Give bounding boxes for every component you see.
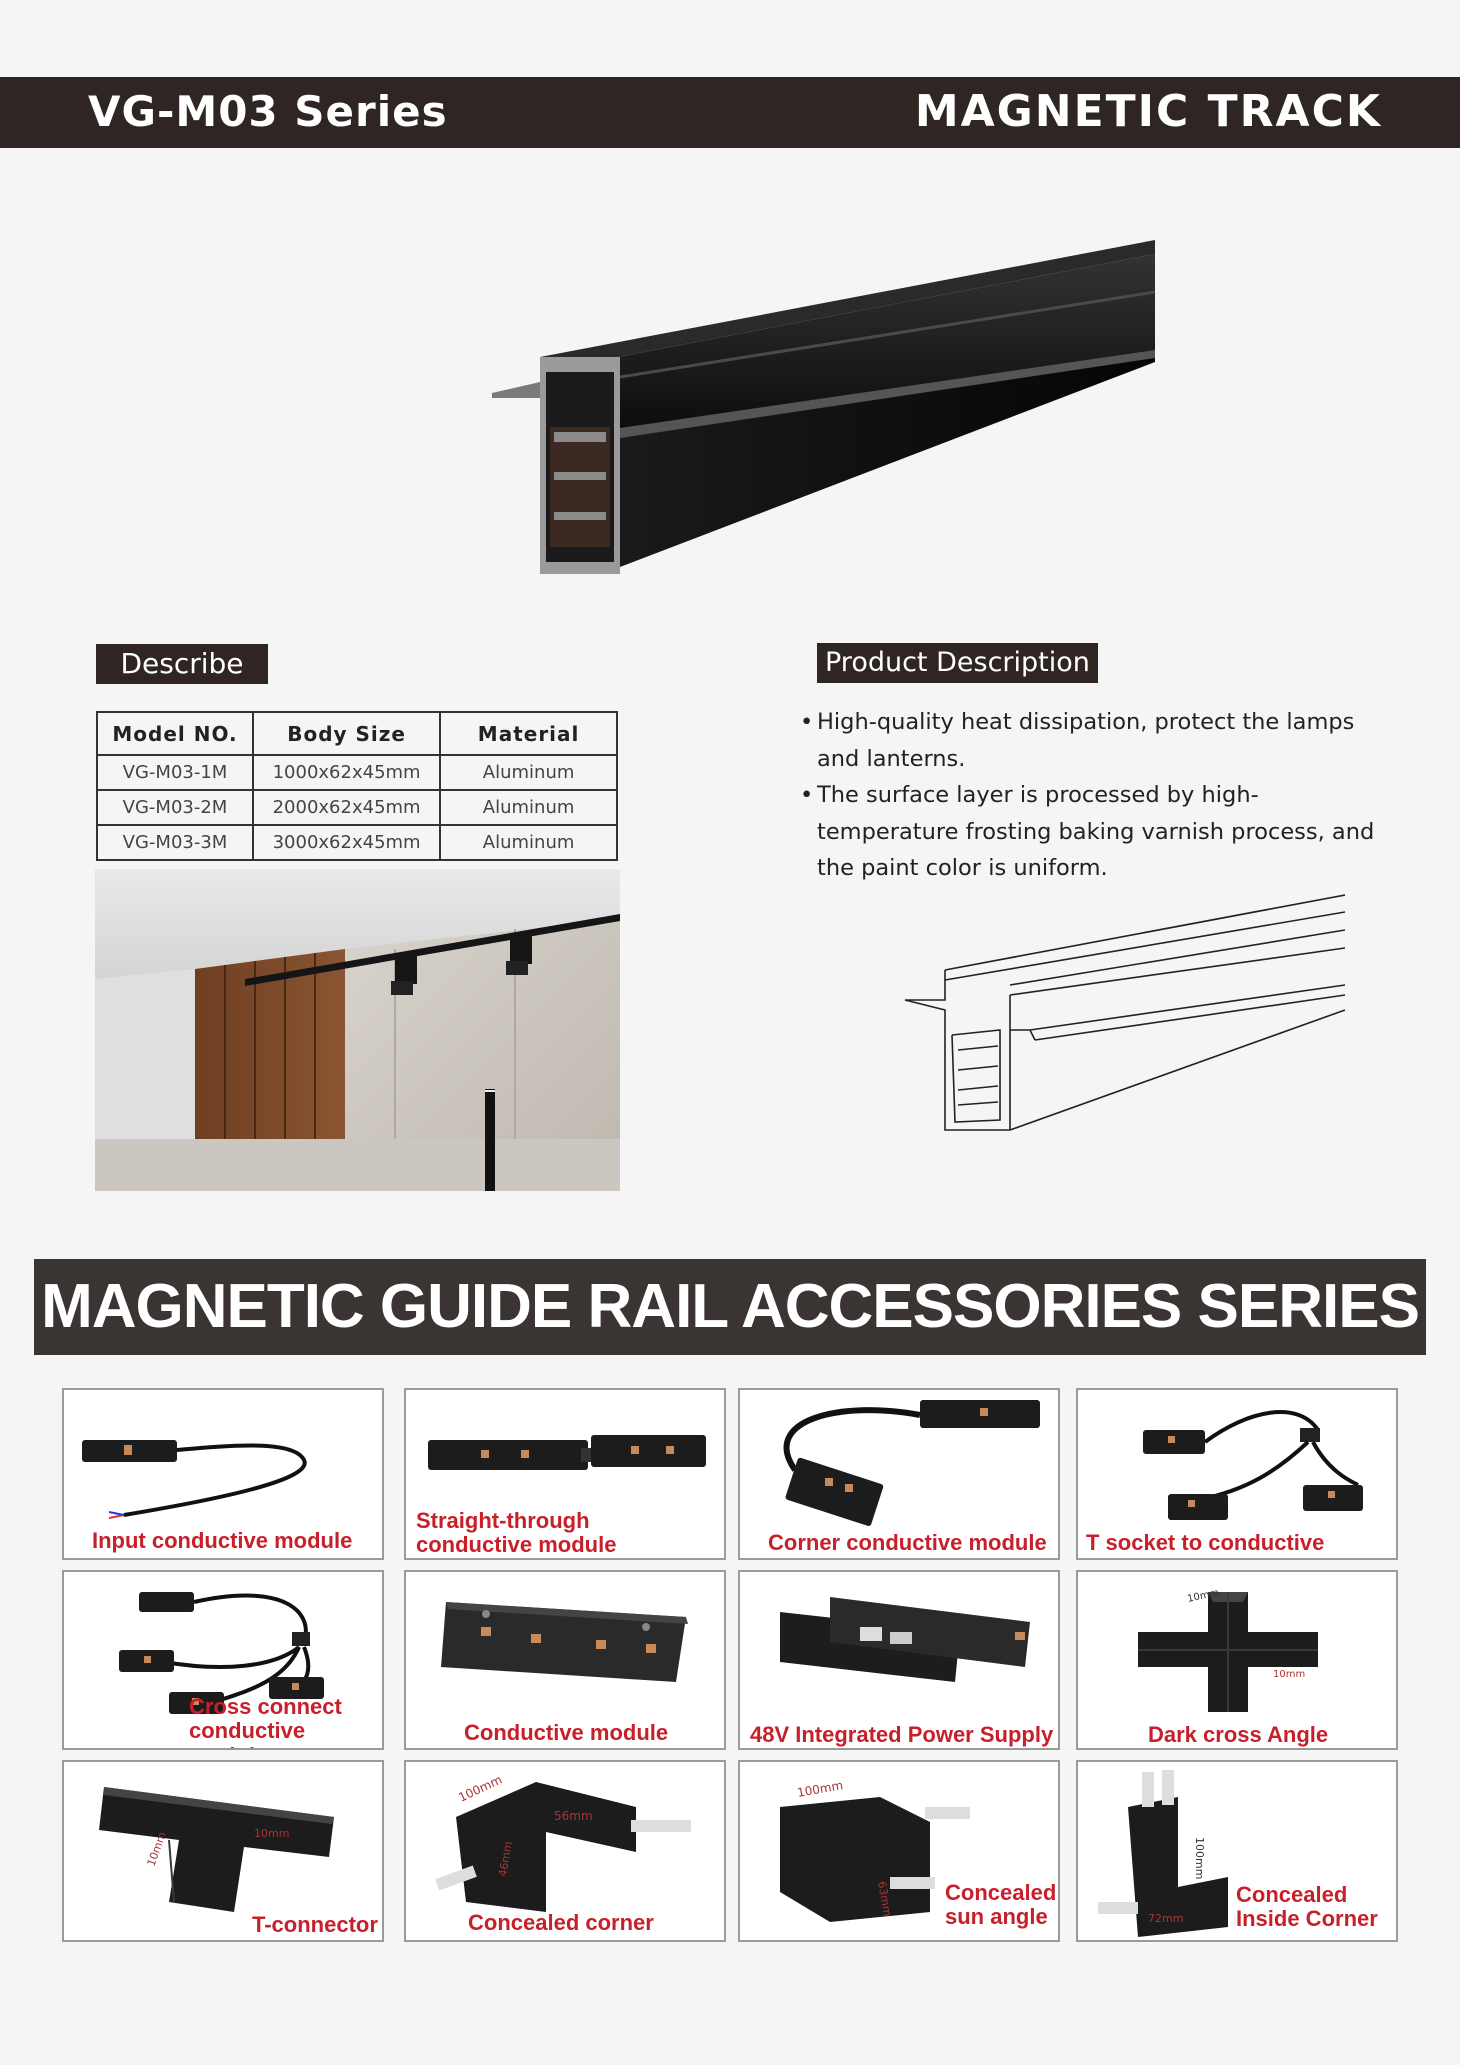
dim-label: 100mm	[796, 1778, 844, 1800]
cross-connect-image	[119, 1592, 324, 1714]
accessory-label: Concealed corner	[468, 1910, 654, 1935]
accessory-card-conductive-module[interactable]: Conductive module	[404, 1570, 726, 1750]
header-bar	[0, 77, 1460, 148]
concealed-inside-corner-image: 100mm 72mm	[1098, 1770, 1228, 1937]
dim-label: 46mm	[496, 1840, 515, 1877]
accessory-card-corner-conductive[interactable]: Corner conductive module	[738, 1388, 1060, 1560]
hero-track-image	[492, 240, 1156, 574]
accessory-label: T-connector	[252, 1912, 378, 1937]
corner-module-image	[783, 1400, 1040, 1526]
conductive-module-image	[441, 1602, 688, 1682]
accessory-label-line1: Concealed	[945, 1880, 1057, 1905]
accessory-card-concealed-inside-corner[interactable]: 100mm 72mm Concealed Inside Corner	[1076, 1760, 1398, 1942]
table-cell: Aluminum	[439, 754, 618, 791]
concealed-corner-image: 100mm 56mm 46mm	[435, 1772, 691, 1912]
table-header-size: Body Size	[251, 711, 442, 756]
product-description-bullets: High-quality heat dissipation, protect t…	[800, 704, 1400, 887]
accessory-card-t-connector[interactable]: 10mm 10mm T-connector	[62, 1760, 384, 1942]
accessory-label-line2: Inside Corner	[1236, 1906, 1378, 1931]
accessory-label: Dark cross Angle	[1148, 1722, 1329, 1747]
dim-label: 10mm	[254, 1827, 289, 1840]
accessory-label-line1: Concealed	[1236, 1882, 1348, 1907]
table-cell: Aluminum	[439, 789, 618, 826]
category-title: MAGNETIC TRACK	[914, 86, 1382, 137]
accessory-card-concealed-corner[interactable]: 100mm 56mm 46mm Concealed corner	[404, 1760, 726, 1942]
accessory-card-input-conductive[interactable]: Input conductive module	[62, 1388, 384, 1560]
accessory-label: Conductive module	[464, 1720, 669, 1745]
describe-tag: Describe	[96, 644, 268, 684]
accessory-card-cross-connect[interactable]: Cross connect conductive module	[62, 1570, 384, 1750]
accessory-label: 48V Integrated Power Supply	[750, 1722, 1054, 1747]
table-cell: 1000x62x45mm	[251, 754, 442, 791]
table-cell: 3000x62x45mm	[251, 824, 442, 861]
t-socket-image	[1143, 1410, 1363, 1520]
accessory-card-power-supply[interactable]: 48V Integrated Power Supply	[738, 1570, 1060, 1750]
concealed-sun-angle-image: 100mm 63mm	[780, 1778, 970, 1922]
table-header-model: Model NO.	[96, 711, 254, 756]
dark-cross-image: 10mm 10mm	[1138, 1587, 1318, 1712]
accessory-label: Corner conductive module	[768, 1530, 1047, 1555]
accessory-label-line1: Cross connect	[189, 1694, 342, 1719]
description-bullet: The surface layer is processed by high-t…	[800, 777, 1400, 887]
table-header-row: Model NO. Body Size Material	[96, 711, 618, 756]
accessory-label-line2: conductive module	[189, 1718, 306, 1748]
accessory-card-straight-through[interactable]: Straight-through conductive module	[404, 1388, 726, 1560]
input-module-image	[82, 1440, 307, 1519]
table-cell: VG-M03-3M	[96, 824, 254, 861]
dim-label: 63mm	[875, 1880, 894, 1917]
table-cell: 2000x62x45mm	[251, 789, 442, 826]
accessory-label-line1: Straight-through	[416, 1508, 590, 1533]
table-row: VG-M03-1M 1000x62x45mm Aluminum	[96, 754, 618, 791]
product-description-tag: Product Description	[817, 643, 1098, 683]
straight-module-image	[428, 1435, 706, 1470]
power-supply-image	[780, 1597, 1030, 1682]
t-connector-image: 10mm 10mm	[99, 1787, 334, 1912]
dim-label: 56mm	[554, 1809, 593, 1823]
accessory-card-dark-cross[interactable]: 10mm 10mm Dark cross Angle	[1076, 1570, 1398, 1750]
installation-photo	[95, 869, 620, 1191]
dim-label: 72mm	[1148, 1912, 1183, 1925]
accessory-label-line2: sun angle	[945, 1904, 1048, 1929]
profile-line-drawing	[904, 894, 1345, 1131]
accessory-card-t-socket[interactable]: T socket to conductive module	[1076, 1388, 1398, 1560]
dim-label: 10mm	[1273, 1669, 1305, 1680]
table-row: VG-M03-2M 2000x62x45mm Aluminum	[96, 789, 618, 826]
series-title: VG-M03 Series	[88, 87, 448, 136]
accessory-card-concealed-sun-angle[interactable]: 100mm 63mm Concealed sun angle	[738, 1760, 1060, 1942]
accessories-band-title: MAGNETIC GUIDE RAIL ACCESSORIES SERIES	[41, 1272, 1420, 1341]
table-cell: VG-M03-2M	[96, 789, 254, 826]
accessory-label: T socket to conductive module	[1086, 1530, 1325, 1558]
table-header-material: Material	[439, 711, 618, 756]
accessories-band	[34, 1259, 1426, 1355]
accessory-label-line2: conductive module	[416, 1532, 617, 1557]
table-cell: VG-M03-1M	[96, 754, 254, 791]
table-row: VG-M03-3M 3000x62x45mm Aluminum	[96, 824, 618, 861]
table-cell: Aluminum	[439, 824, 618, 861]
accessory-label: Input conductive module	[92, 1528, 353, 1553]
dim-label: 100mm	[1193, 1837, 1206, 1879]
description-bullet: High-quality heat dissipation, protect t…	[800, 704, 1400, 777]
spec-table: Model NO. Body Size Material VG-M03-1M 1…	[96, 711, 618, 861]
